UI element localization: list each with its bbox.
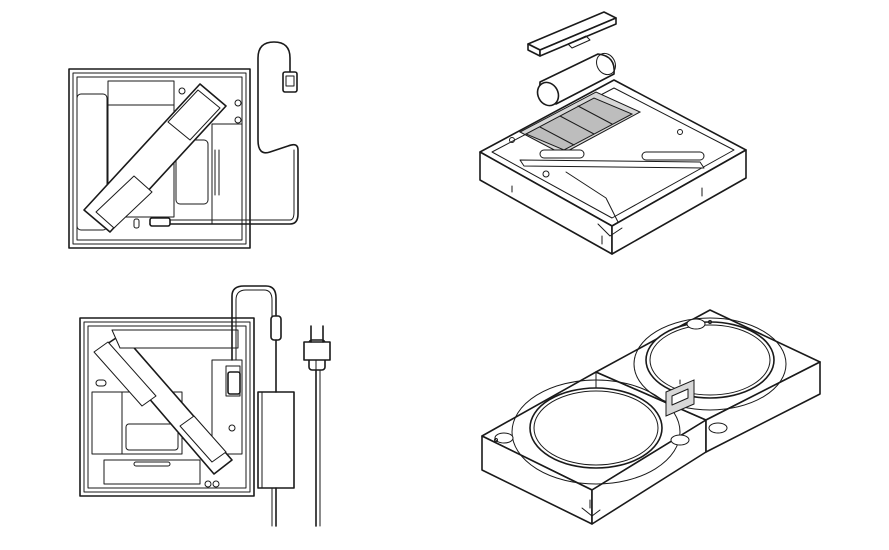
battery-icon xyxy=(536,52,616,107)
left-button xyxy=(511,379,681,485)
usb-cable-icon xyxy=(149,41,299,227)
device-frame-2 xyxy=(79,317,255,497)
internal-compartments xyxy=(76,80,243,231)
tray-slots xyxy=(509,129,705,223)
clip-connector-icon xyxy=(665,379,695,417)
panel-buttons xyxy=(481,309,821,525)
tray-base xyxy=(479,79,747,255)
internal-compartments-2 xyxy=(91,359,243,488)
ac-adapter-icon xyxy=(227,285,331,527)
diagonal-strap xyxy=(83,83,227,233)
panel-usb-cable xyxy=(68,41,299,249)
panel-ac-adapter xyxy=(79,285,331,527)
right-button xyxy=(633,317,787,411)
diagonal-strap-2 xyxy=(93,329,239,475)
battery-cover-icon xyxy=(527,11,617,57)
battery-compartment xyxy=(518,91,642,155)
corner-sockets xyxy=(494,318,728,446)
panel-battery xyxy=(479,11,747,255)
